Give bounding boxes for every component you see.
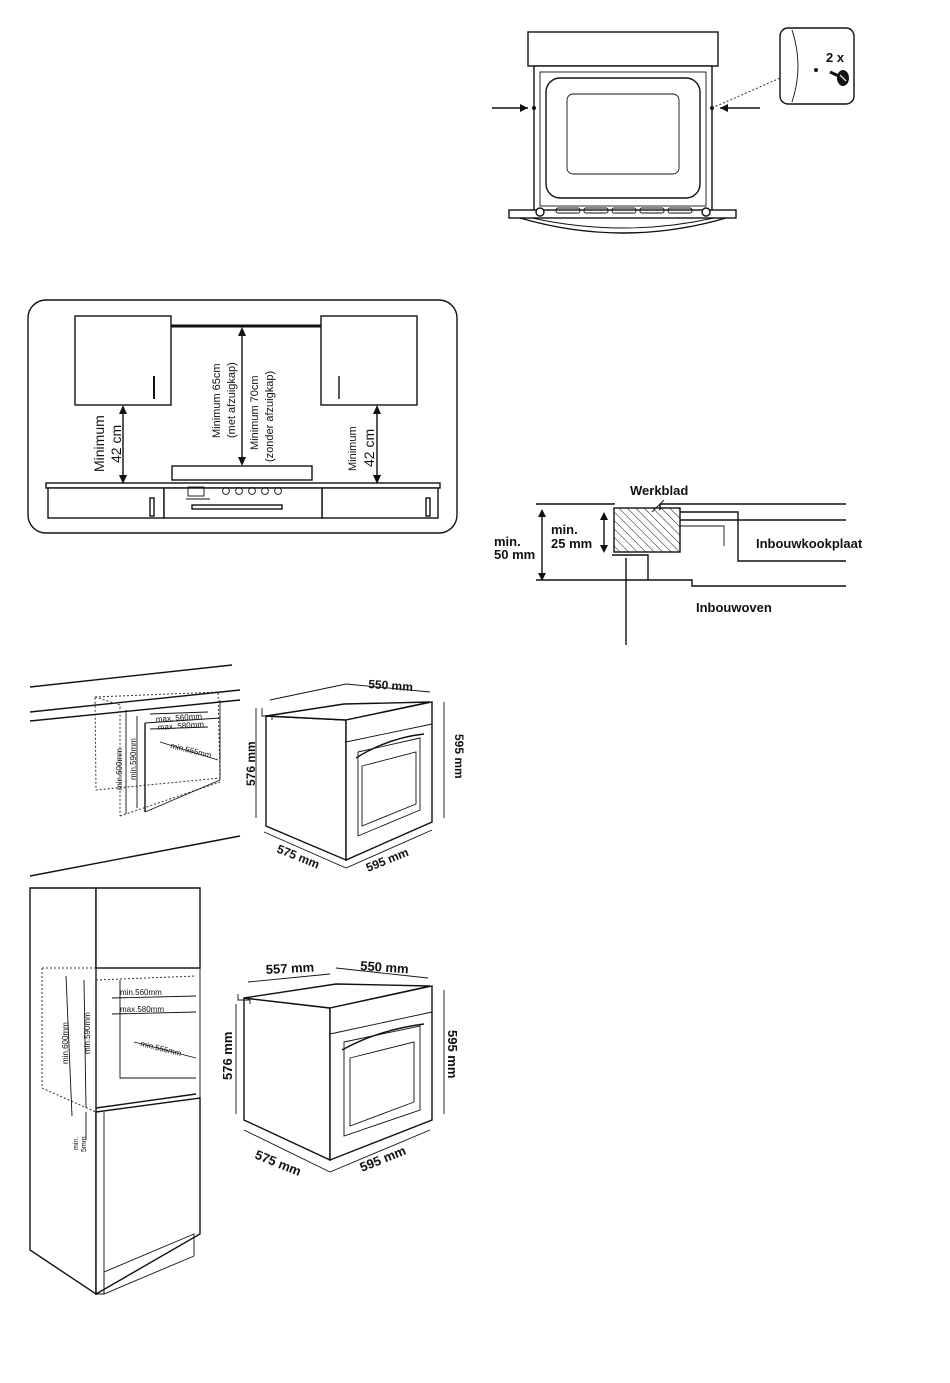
right-push-arrow	[720, 104, 760, 112]
uc-max580-label: max. 580mm	[158, 720, 205, 732]
center-clearance-label-1: Minimum 65cm	[211, 363, 223, 438]
col-min555-label: min.555mm	[140, 1039, 183, 1058]
min50-label-2: 50 mm	[494, 547, 535, 562]
col-w550-label: 550 mm	[360, 958, 409, 976]
right-clearance-label-2: 42 cm	[361, 429, 377, 467]
hood-clearance-figure: Minimum 42 cm Minimum 65cm (met afzuigka…	[27, 299, 458, 534]
left-clearance-label-2: 42 cm	[108, 425, 124, 463]
min50-label-1: min.	[494, 534, 521, 549]
kookplaat-label: Inbouwkookplaat	[756, 536, 863, 551]
col-h576-label: 576 mm	[220, 1032, 235, 1080]
screw-quantity-label: 2 x	[826, 50, 845, 65]
right-clearance-label-1: Minimum	[347, 426, 359, 471]
col-min5-label: min.	[73, 1137, 80, 1150]
left-push-arrow	[492, 104, 528, 112]
uc-max560-label: max. 560mm	[156, 712, 203, 724]
uc-h576-label: 576 mm	[244, 741, 258, 786]
col-w595-label: 595 mm	[358, 1143, 409, 1175]
col-min590-label: min.590mm	[83, 1012, 92, 1054]
uc-min590-label: min.590mm	[129, 738, 138, 780]
col-min5b-label: 5mm	[81, 1136, 88, 1152]
col-max580-label: max.580mm	[120, 1005, 164, 1014]
col-w557-label: 557 mm	[265, 959, 314, 977]
center-clearance-label-3: Minimum 70cm	[249, 375, 261, 450]
column-cabinet-figure: min.560mm max.580mm min.555mm min.600mm …	[29, 887, 460, 1296]
screw-detail-box	[779, 27, 855, 105]
werkblad-label: Werkblad	[630, 483, 688, 498]
col-min600-label: min.600mm	[61, 1022, 70, 1064]
oven-label: Inbouwoven	[696, 600, 772, 615]
col-min560-label: min.560mm	[120, 988, 162, 997]
left-clearance-label-1: Minimum	[91, 415, 107, 472]
min25-label-2: 25 mm	[551, 536, 592, 551]
uc-min600-label: min.600mm	[115, 748, 124, 790]
center-clearance-label-4: (zonder afzuigkap)	[264, 371, 276, 462]
min25-label-1: min.	[551, 522, 578, 537]
uc-w550-label: 550 mm	[368, 677, 414, 694]
col-h595-label: 595 mm	[445, 1030, 460, 1078]
hob-control-panel	[186, 486, 282, 500]
screw-icon	[829, 70, 849, 86]
uc-min555-label: min.555mm	[170, 741, 213, 760]
center-clearance-label-2: (met afzuigkap)	[226, 362, 238, 438]
undercounter-figure: max. 560mm max. 580mm min.555mm min.600m…	[29, 664, 466, 877]
worktop-section-figure: Werkblad min. 25 mm min. 50 mm Inbouwkoo…	[494, 483, 863, 645]
oven-screw-figure: 2 x	[492, 27, 855, 234]
col-d575-label: 575 mm	[253, 1147, 304, 1179]
oven-vents	[555, 207, 693, 214]
uc-h595-label: 595 mm	[452, 734, 466, 779]
